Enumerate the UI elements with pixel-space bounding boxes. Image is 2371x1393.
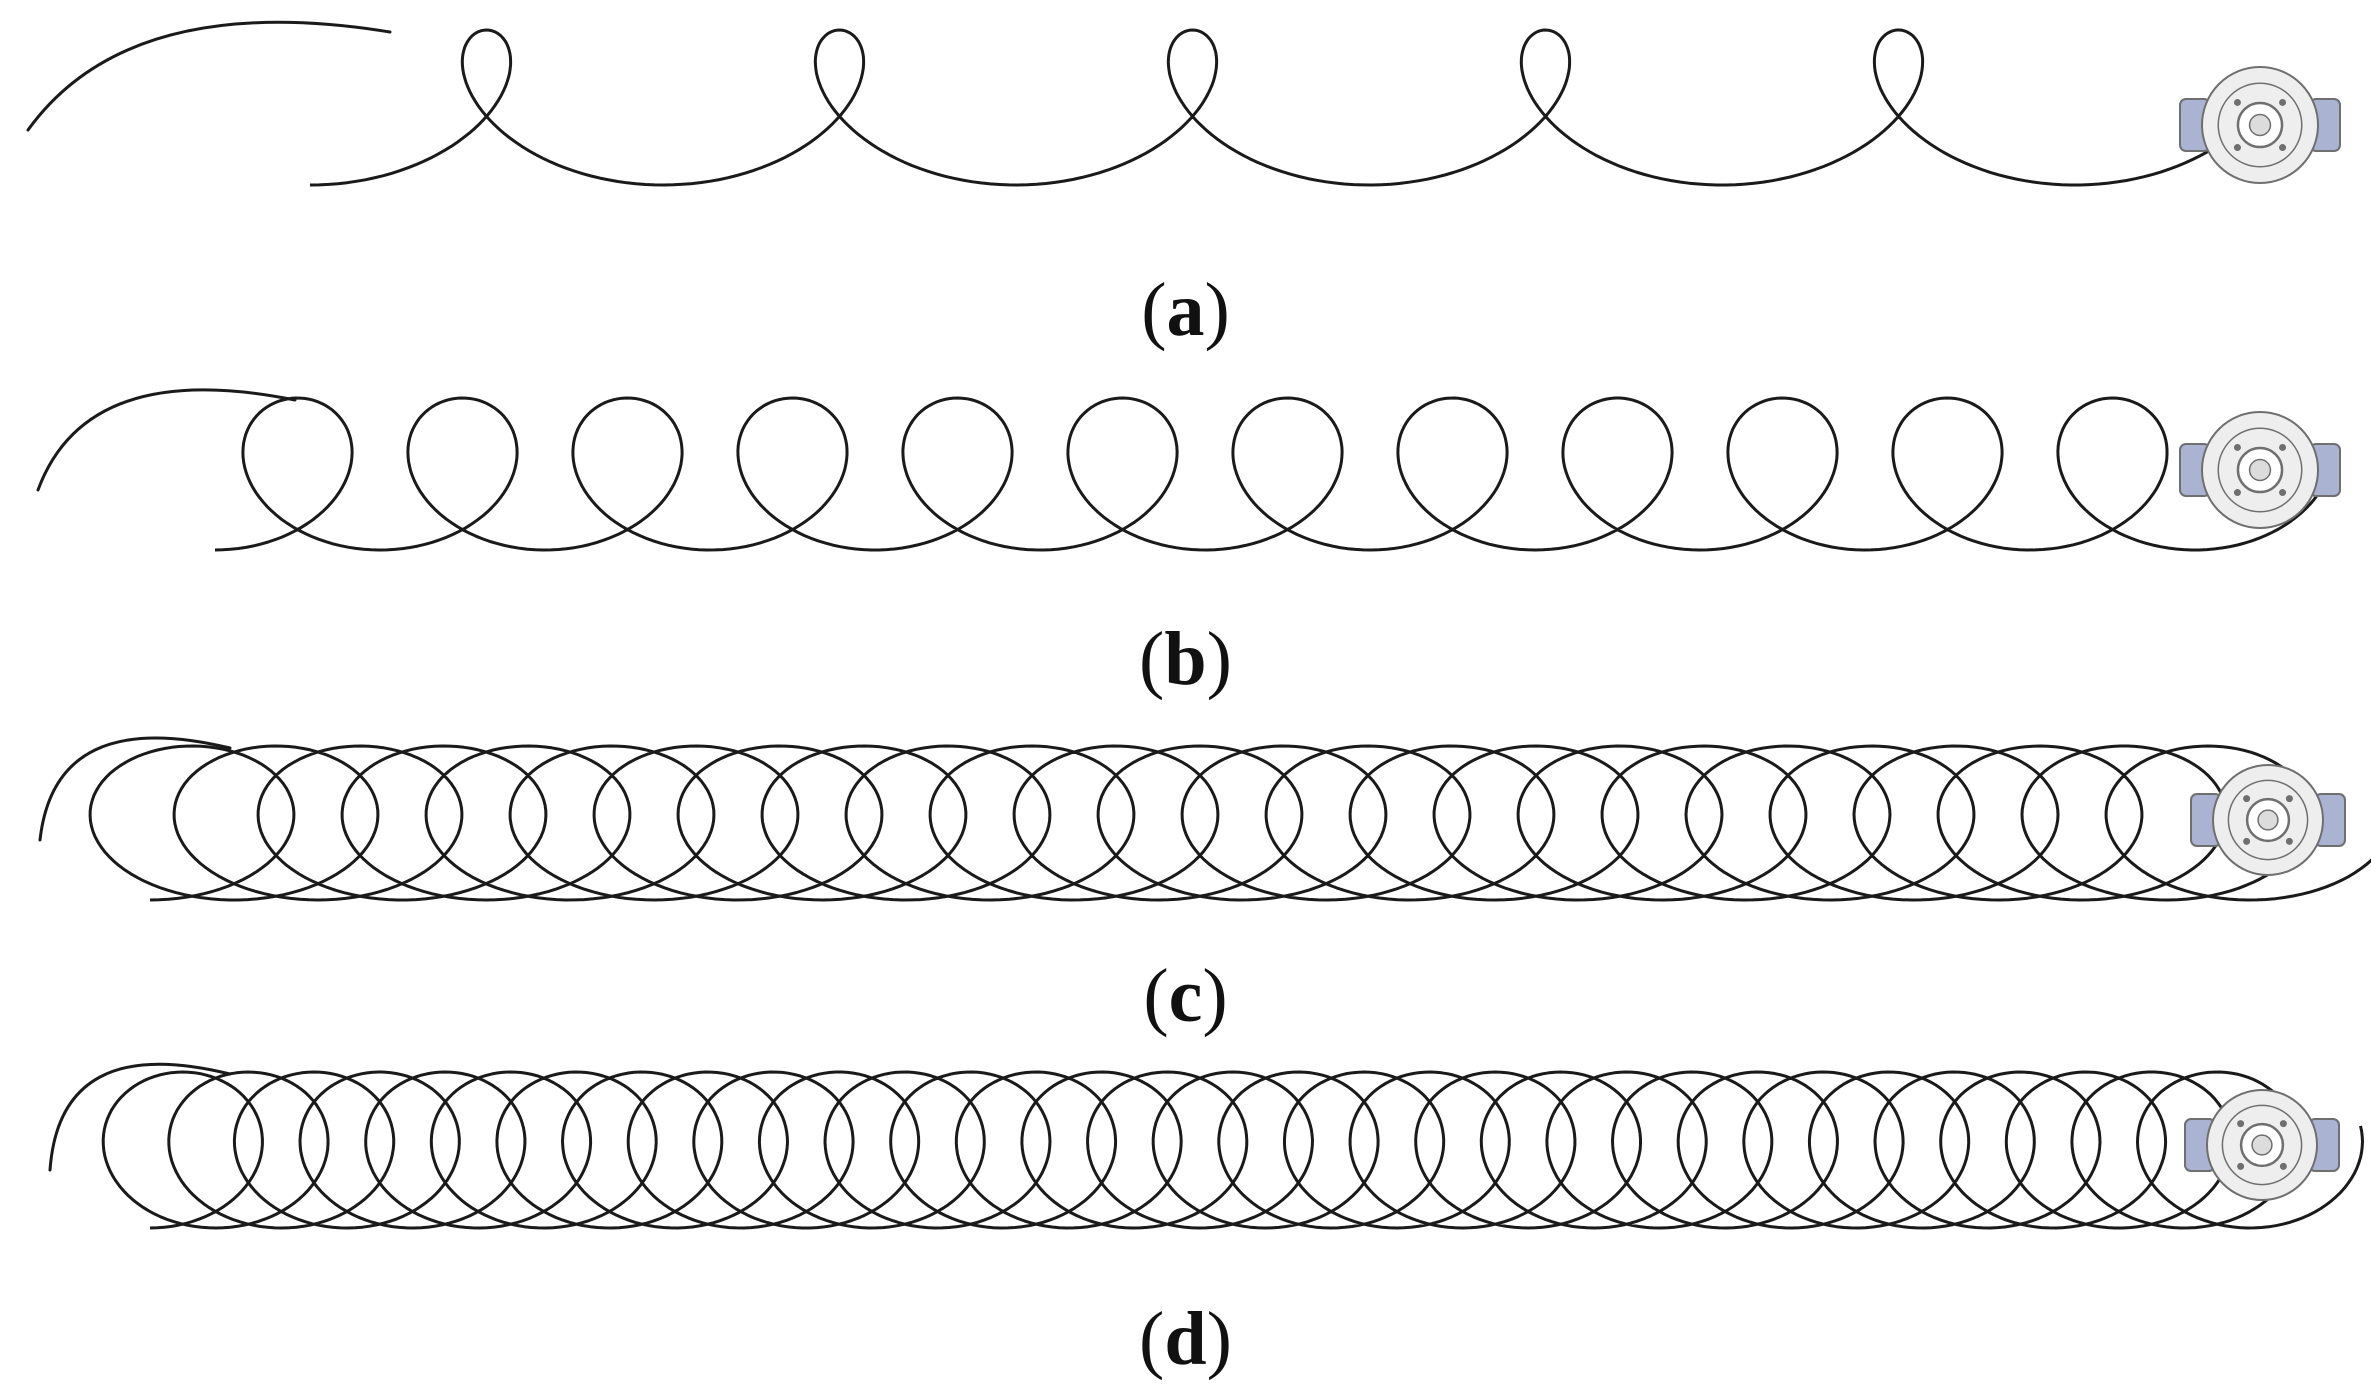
cutter-tool-icon-a bbox=[2179, 66, 2341, 184]
caption-d-letter: d bbox=[1164, 1297, 1207, 1381]
tool-bolt-icon bbox=[2279, 144, 2287, 152]
tool-bolt-icon bbox=[2279, 489, 2287, 497]
cutter-tool-icon-d bbox=[2184, 1089, 2340, 1201]
caption-b: (b) bbox=[1139, 617, 1232, 701]
tool-bolt-icon bbox=[2285, 795, 2293, 803]
tool-bore-icon bbox=[2251, 1134, 2273, 1156]
tool-bolt-icon bbox=[2233, 98, 2241, 106]
lead-in-arc-a bbox=[26, 20, 392, 132]
caption-a: (a) bbox=[1141, 268, 1230, 352]
lead-in-arc-b bbox=[36, 388, 297, 492]
caption-c: (c) bbox=[1143, 954, 1228, 1038]
tool-bore-icon bbox=[2248, 458, 2272, 482]
tool-flange-icon bbox=[2217, 427, 2303, 513]
tool-flange-icon bbox=[2217, 82, 2303, 168]
tool-bolt-icon bbox=[2285, 837, 2293, 845]
caption-d: (d) bbox=[1139, 1297, 1232, 1381]
trochoidal-path-d bbox=[101, 1070, 2364, 1230]
trochoidal-path-a bbox=[309, 28, 2273, 187]
tool-bolt-icon bbox=[2279, 1162, 2287, 1170]
tool-bolt-icon bbox=[2279, 98, 2287, 106]
panel-a bbox=[26, 20, 2341, 187]
tool-bore-icon bbox=[2257, 809, 2279, 831]
lead-in-arc-c bbox=[38, 736, 232, 842]
cutter-tool-icon-b bbox=[2179, 411, 2341, 529]
tool-bolt-icon bbox=[2243, 795, 2251, 803]
tool-bolt-icon bbox=[2279, 443, 2287, 451]
caption-a-letter: a bbox=[1166, 268, 1205, 352]
tool-bolt-icon bbox=[2233, 144, 2241, 152]
tool-bolt-icon bbox=[2279, 1120, 2287, 1128]
cutter-tool-icon-c bbox=[2190, 764, 2346, 876]
tool-flange-icon bbox=[2227, 779, 2309, 861]
caption-b-letter: b bbox=[1164, 617, 1207, 701]
tool-flange-icon bbox=[2221, 1104, 2303, 1186]
tool-bolt-icon bbox=[2237, 1162, 2245, 1170]
panel-c bbox=[38, 736, 2371, 902]
trochoidal-path-c bbox=[88, 744, 2371, 902]
tool-bolt-icon bbox=[2233, 489, 2241, 497]
tool-bolt-icon bbox=[2233, 443, 2241, 451]
tool-bolt-icon bbox=[2243, 837, 2251, 845]
tool-bore-icon bbox=[2248, 113, 2272, 137]
panel-b bbox=[36, 388, 2341, 552]
panel-d bbox=[48, 1062, 2364, 1230]
trochoidal-path-b bbox=[214, 396, 2334, 552]
lead-in-arc-d bbox=[48, 1062, 232, 1172]
caption-c-letter: c bbox=[1168, 954, 1203, 1038]
tool-bolt-icon bbox=[2237, 1120, 2245, 1128]
